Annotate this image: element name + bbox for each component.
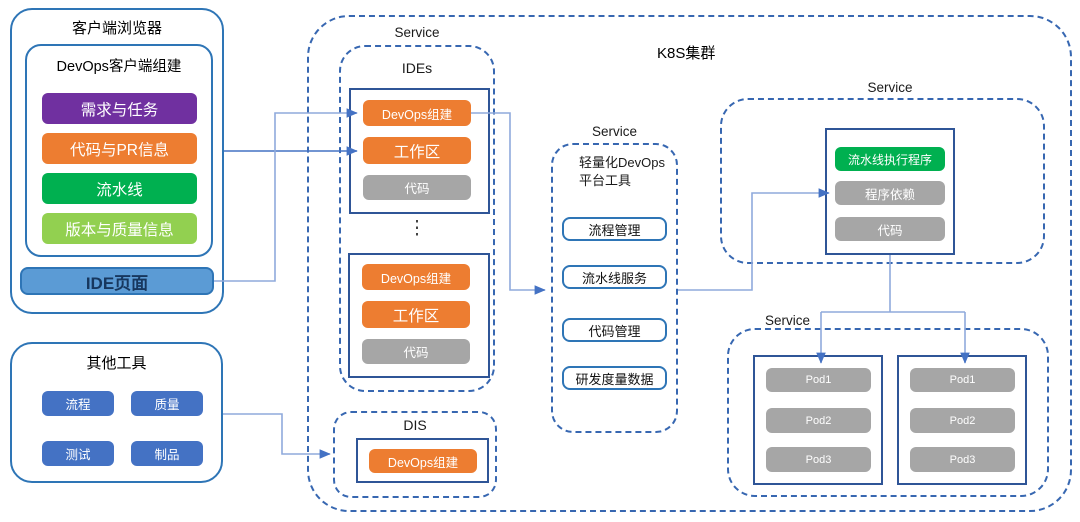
executor-pipeline-runner-bar: 流水线执行程序 bbox=[835, 147, 945, 171]
tool-test-button: 测试 bbox=[42, 441, 114, 466]
ide1-workspace-bar: 工作区 bbox=[363, 137, 471, 164]
executor-dependencies-bar: 程序依赖 bbox=[835, 181, 945, 205]
pods-service-box bbox=[727, 328, 1049, 497]
pod1-right-bar: Pod1 bbox=[910, 368, 1015, 392]
pod3-left-bar: Pod3 bbox=[766, 447, 871, 472]
devops-client-components-title: DevOps客户端组建 bbox=[56, 59, 182, 75]
pods-service-caption: Service bbox=[765, 313, 811, 328]
dis-title: DIS bbox=[403, 417, 427, 433]
pod2-right-bar: Pod2 bbox=[910, 408, 1015, 433]
vertical-ellipsis-icon: ⋮ bbox=[407, 218, 427, 239]
platform-item-code-mgmt: 代码管理 bbox=[562, 318, 667, 342]
tool-quality-button: 质量 bbox=[131, 391, 203, 416]
ide2-devops-component-bar: DevOps组建 bbox=[362, 264, 470, 290]
pod3-right-bar: Pod3 bbox=[910, 447, 1015, 472]
client-bar-pipeline: 流水线 bbox=[42, 173, 197, 204]
executor-service-box bbox=[720, 98, 1045, 264]
tool-process-button: 流程 bbox=[42, 391, 114, 416]
dis-devops-component-bar: DevOps组建 bbox=[369, 449, 477, 473]
client-bar-requirements: 需求与任务 bbox=[42, 93, 197, 124]
tool-artifact-button: 制品 bbox=[131, 441, 203, 466]
platform-item-rd-metrics: 研发度量数据 bbox=[562, 366, 667, 390]
client-browser-title: 客户端浏览器 bbox=[71, 20, 162, 37]
pod2-left-bar: Pod2 bbox=[766, 408, 871, 433]
platform-title-line2: 平台工具 bbox=[579, 173, 632, 188]
ides-title: IDEs bbox=[401, 60, 433, 76]
ide1-code-bar: 代码 bbox=[363, 175, 471, 200]
dis-box bbox=[333, 411, 497, 498]
platform-item-pipeline-service: 流水线服务 bbox=[562, 265, 667, 289]
ide1-devops-component-bar: DevOps组建 bbox=[363, 100, 471, 126]
executor-service-caption: Service bbox=[867, 80, 913, 95]
platform-service-caption: Service bbox=[591, 124, 637, 139]
ide-page-bar: IDE页面 bbox=[20, 267, 214, 295]
other-tools-title: 其他工具 bbox=[86, 355, 147, 372]
ides-service-caption: Service bbox=[394, 25, 440, 40]
pod1-left-bar: Pod1 bbox=[766, 368, 871, 392]
ide2-workspace-bar: 工作区 bbox=[362, 301, 470, 328]
platform-item-process-mgmt: 流程管理 bbox=[562, 217, 667, 241]
platform-title-line1: 轻量化DevOps bbox=[579, 155, 665, 170]
ide2-code-bar: 代码 bbox=[362, 339, 470, 364]
client-bar-code-pr: 代码与PR信息 bbox=[42, 133, 197, 164]
platform-service-box bbox=[551, 143, 678, 433]
k8s-cluster-label: K8S集群 bbox=[657, 45, 716, 62]
executor-code-bar: 代码 bbox=[835, 217, 945, 241]
client-bar-version-quality: 版本与质量信息 bbox=[42, 213, 197, 244]
